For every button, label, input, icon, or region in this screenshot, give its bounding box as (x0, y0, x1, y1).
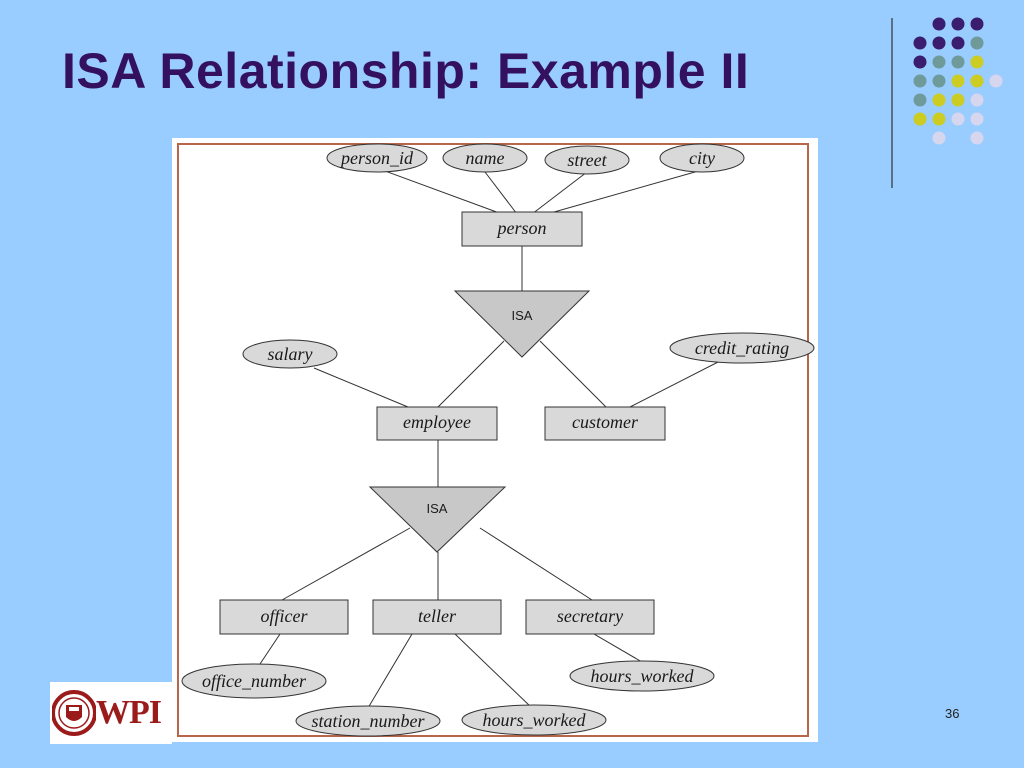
attribute-label: station_number (311, 711, 425, 731)
decorative-dot-pattern (891, 17, 1003, 188)
entity-label: secretary (557, 606, 623, 626)
decorative-dot (951, 112, 965, 126)
decorative-dot (913, 55, 927, 69)
attribute-street: street (544, 145, 630, 175)
isa-label: ISA (512, 308, 533, 323)
isa-triangle-bottom: ISA (368, 486, 507, 553)
attribute-label: city (689, 148, 715, 168)
decorative-dot (913, 36, 927, 50)
entity-customer: customer (544, 406, 666, 441)
decorative-dot (970, 55, 984, 69)
entity-label: teller (418, 606, 457, 626)
dots-group (913, 17, 1003, 145)
attribute-label: name (466, 148, 505, 168)
entity-label: officer (261, 606, 309, 626)
entity-teller: teller (372, 599, 502, 635)
decorative-dot (932, 74, 946, 88)
attribute-office-number: office_number (181, 663, 327, 699)
attribute-label: credit_rating (695, 338, 789, 358)
attribute-person-id: person_id (326, 143, 428, 173)
entity-employee: employee (376, 406, 498, 441)
attribute-label: person_id (339, 148, 414, 168)
attribute-station-number: station_number (295, 705, 441, 737)
decorative-dot (932, 131, 946, 145)
isa-label: ISA (427, 501, 448, 516)
decorative-dot (970, 36, 984, 50)
decorative-dot (951, 74, 965, 88)
decorative-dot (970, 112, 984, 126)
attribute-name: name (442, 143, 528, 173)
decorative-dot (932, 55, 946, 69)
decorative-dot (913, 112, 927, 126)
attribute-city: city (659, 143, 745, 173)
decorative-dot (970, 93, 984, 107)
entity-label: person (496, 218, 547, 238)
attribute-salary: salary (242, 339, 338, 369)
entity-officer: officer (219, 599, 349, 635)
page-number: 36 (945, 706, 960, 721)
decorative-dot (970, 131, 984, 145)
entity-label: employee (403, 412, 471, 432)
decorative-dot (951, 17, 965, 31)
wpi-logo-text: WPI (96, 694, 162, 731)
er-diagram-svg: person_id name street city salary credit… (181, 143, 815, 737)
decorative-dot (932, 36, 946, 50)
entity-secretary: secretary (525, 599, 655, 635)
decorative-dot (913, 74, 927, 88)
decorative-dot (951, 36, 965, 50)
attribute-label: hours_worked (591, 666, 695, 686)
attribute-label: hours_worked (483, 710, 587, 730)
attribute-hours-worked-teller: hours_worked (461, 704, 607, 736)
er-diagram: person_id name street city salary credit… (172, 138, 818, 742)
entity-label: customer (572, 412, 639, 432)
wpi-seal-icon (52, 690, 96, 736)
attribute-label: office_number (202, 671, 307, 691)
attribute-label: salary (268, 344, 313, 364)
decorative-dot (970, 74, 984, 88)
decorative-dot (932, 112, 946, 126)
decorative-dot (989, 74, 1003, 88)
decorative-dot (951, 93, 965, 107)
decorative-dot (913, 93, 927, 107)
attribute-hours-worked-secretary: hours_worked (569, 660, 715, 692)
decorative-dot (932, 93, 946, 107)
entity-person: person (461, 211, 583, 247)
isa-triangle-top: ISA (453, 290, 591, 358)
wpi-logo: WPI (50, 682, 172, 744)
connector-lines (259, 167, 723, 709)
decorative-dot (932, 17, 946, 31)
decorative-dot (970, 17, 984, 31)
slide-title: ISA Relationship: Example II (62, 43, 750, 99)
attribute-credit-rating: credit_rating (669, 332, 815, 364)
attribute-label: street (567, 150, 607, 170)
decorative-dot (951, 55, 965, 69)
